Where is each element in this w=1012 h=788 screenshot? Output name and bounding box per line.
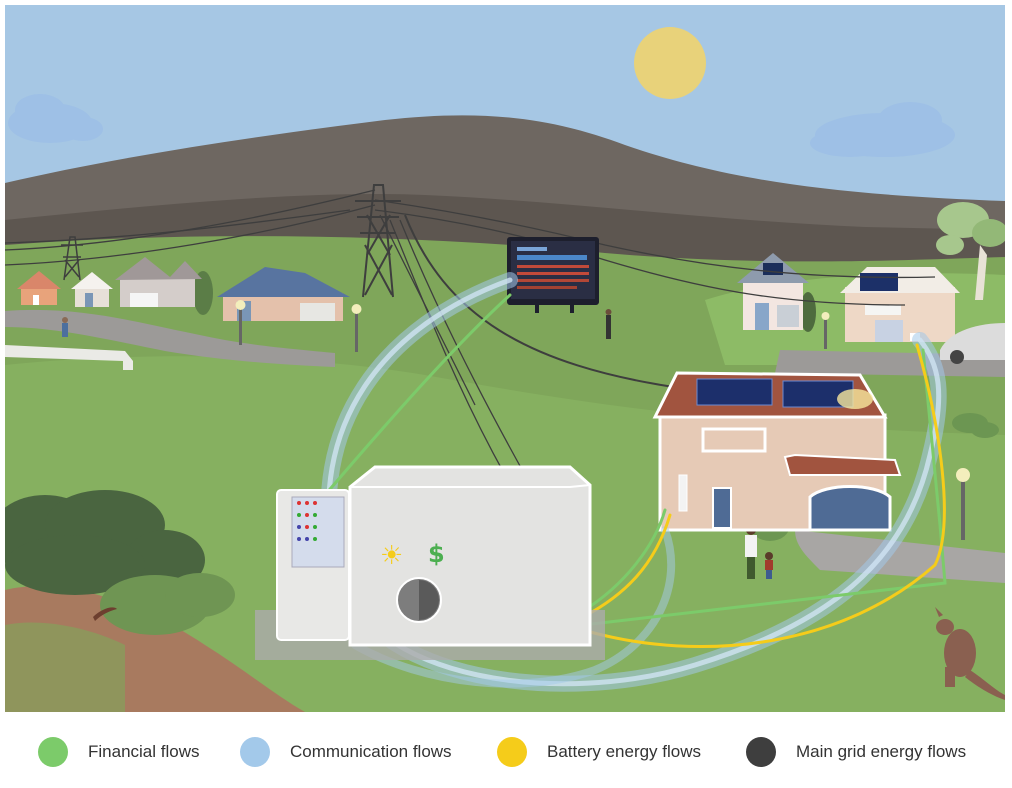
bush-left	[5, 490, 205, 595]
dollar-sign-icon: $	[428, 540, 445, 568]
battery-unit	[255, 465, 605, 660]
solar-panel-icon	[696, 378, 773, 406]
sun-icon	[634, 27, 706, 99]
person-near-screen	[605, 309, 612, 339]
lamp-post-icon	[235, 300, 970, 540]
house-distant-3	[115, 257, 202, 307]
grass-bottom-left	[5, 622, 125, 712]
battery-sun-icon: ☀	[380, 541, 404, 571]
transmission-tower-small	[61, 236, 83, 281]
kangaroo-icon	[935, 607, 1005, 700]
illustration-scene	[5, 5, 1005, 712]
lizard-icon	[93, 607, 117, 621]
grid-cable	[404, 214, 681, 389]
legend-item-grid: Main grid energy flows	[746, 736, 966, 768]
water-pipe	[5, 345, 133, 370]
driveway	[795, 530, 1005, 583]
main-house	[652, 371, 902, 532]
legend: Financial flows Communication flows Batt…	[0, 712, 1012, 788]
transmission-tower-icon	[355, 184, 401, 298]
cloud-right	[810, 102, 955, 157]
legend-label-battery: Battery energy flows	[547, 742, 702, 761]
battery-flows	[581, 343, 946, 649]
house-distant-1	[17, 271, 61, 305]
bush-left-light	[100, 573, 235, 635]
legend-dot-financial	[38, 737, 68, 767]
dashboard-screen	[507, 237, 599, 313]
legend-dot-communication	[240, 737, 270, 767]
car-icon	[940, 323, 1005, 364]
house-far-right	[840, 267, 960, 342]
legend-dot-battery	[497, 737, 527, 767]
legend-dot-grid	[746, 737, 776, 767]
legend-item-financial: Financial flows	[38, 736, 200, 768]
legend-label-financial: Financial flows	[88, 742, 200, 761]
road-left	[5, 309, 335, 367]
legend-item-battery: Battery energy flows	[497, 736, 701, 768]
poplar-tree-left	[193, 271, 213, 315]
legend-label-grid: Main grid energy flows	[796, 742, 967, 761]
house-distant-2	[71, 272, 113, 307]
communication-flows	[320, 272, 947, 692]
house-mid-right	[737, 253, 809, 330]
gum-tree	[936, 202, 1005, 300]
cloud-left	[8, 94, 103, 143]
legend-item-communication: Communication flows	[240, 736, 452, 768]
person-walking-left	[62, 317, 68, 337]
house-distant-4	[217, 267, 350, 321]
financial-flows	[323, 293, 947, 627]
legend-label-communication: Communication flows	[290, 742, 452, 761]
